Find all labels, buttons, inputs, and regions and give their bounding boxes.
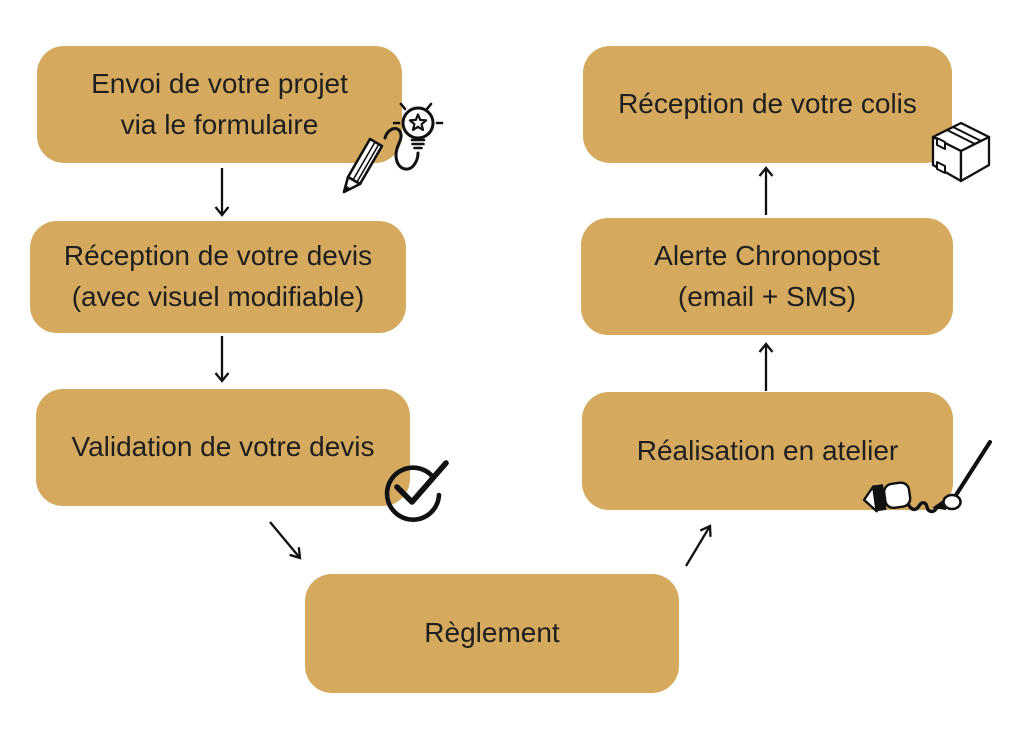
- step-box-reglement: Règlement: [305, 574, 679, 693]
- pencil-lightbulb-idea-icon: [338, 93, 446, 201]
- step-label: Réception de votre colis: [618, 88, 917, 120]
- step-box-reception-colis: Réception de votre colis: [583, 46, 952, 163]
- step-box-alerte-chronopost: Alerte Chronopost (email + SMS): [581, 218, 953, 335]
- step-box-reception-devis: Réception de votre devis (avec visuel mo…: [30, 221, 406, 333]
- check-circle-icon: [384, 456, 450, 522]
- arrow-down-icon: [210, 335, 234, 385]
- step-label: Envoi de votre projet: [91, 67, 348, 99]
- step-box-validation-devis: Validation de votre devis: [36, 389, 410, 506]
- step-label: (avec visuel modifiable): [71, 281, 365, 312]
- arrow-down-icon: [210, 167, 234, 219]
- step-label: (email + SMS): [677, 280, 857, 312]
- arrow-up-right-icon: [682, 520, 718, 572]
- step-label: Alerte Chronopost: [654, 239, 880, 271]
- step-label: Réalisation en atelier: [636, 434, 899, 466]
- step-label: Règlement: [424, 617, 560, 649]
- package-box-icon: [926, 118, 996, 188]
- step-label: Réception de votre devis: [63, 240, 373, 272]
- paint-tube-brush-icon: [862, 438, 996, 534]
- step-box-envoi-projet: Envoi de votre projet via le formulaire: [37, 46, 402, 163]
- arrow-up-icon: [754, 164, 778, 216]
- step-label: Validation de votre devis: [71, 431, 375, 463]
- step-label: via le formulaire: [120, 108, 319, 140]
- arrow-down-right-icon: [266, 518, 308, 566]
- arrow-up-icon: [754, 340, 778, 392]
